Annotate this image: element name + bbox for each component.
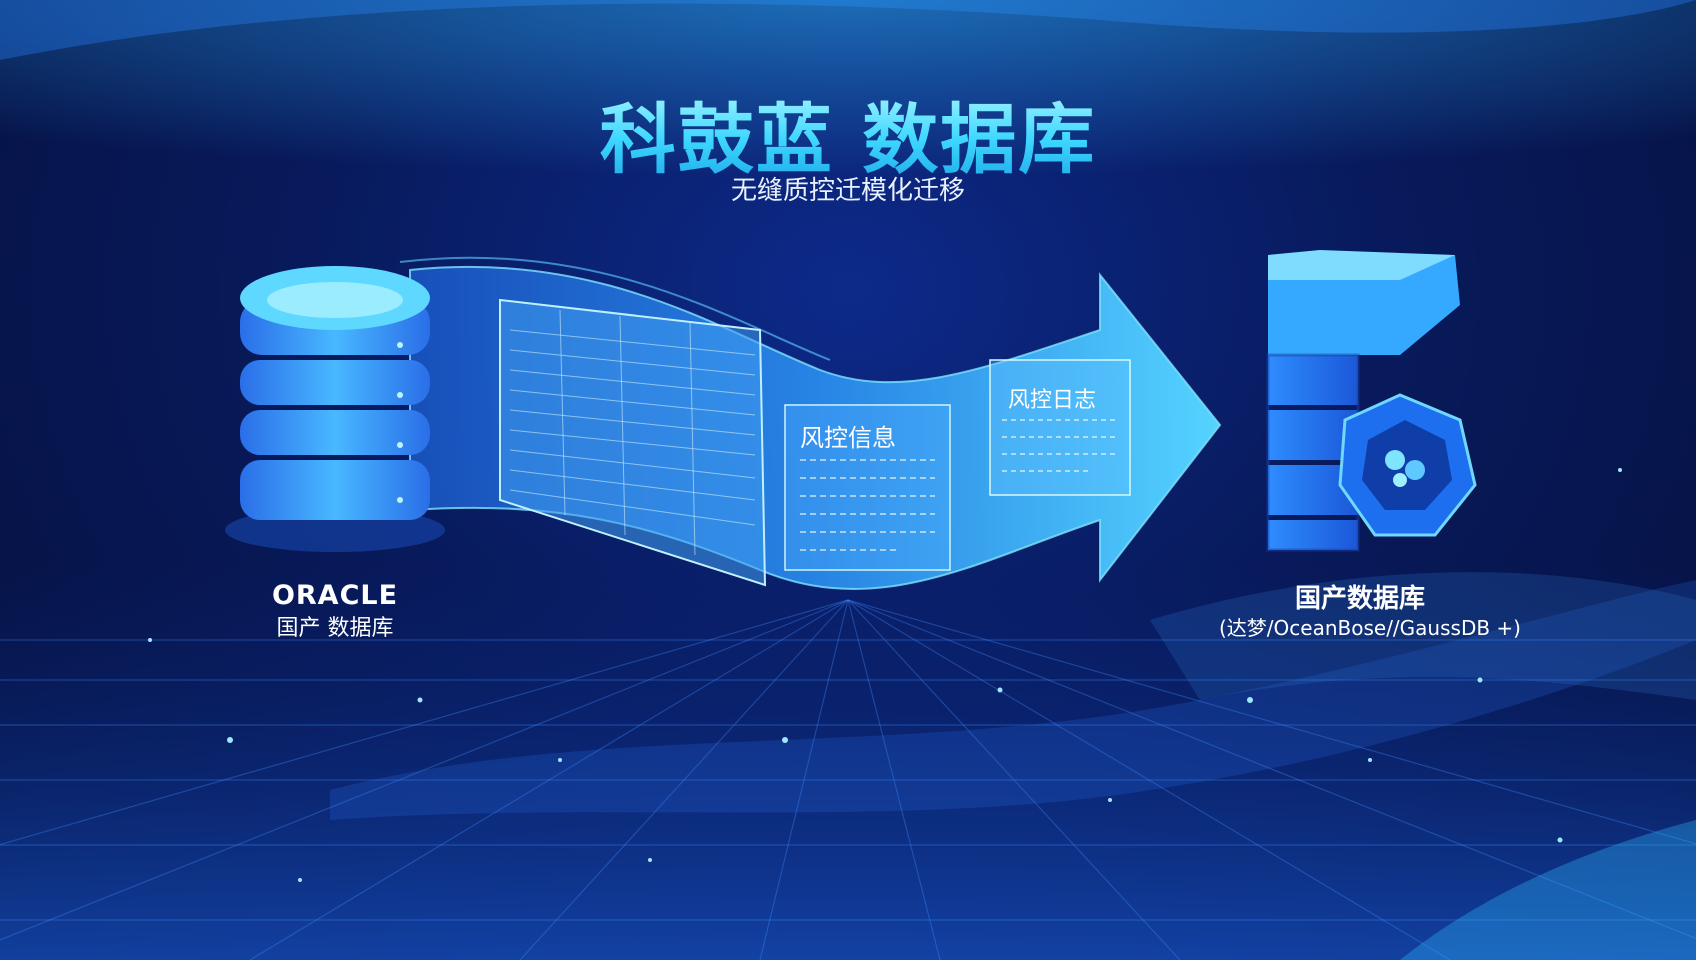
source-database-icon bbox=[225, 266, 445, 552]
target-products: (达梦/OceanBose//GaussDB +) bbox=[1219, 616, 1521, 640]
source-label: 国产 数据库 bbox=[276, 616, 394, 641]
risk-info-panel bbox=[784, 404, 951, 571]
risk-log-title: 风控日志 bbox=[1008, 388, 1097, 413]
page-title: 科鼓蓝 数据库 bbox=[0, 78, 1696, 188]
light-dots bbox=[148, 468, 1622, 882]
hexagon-logo-icon bbox=[1338, 393, 1477, 537]
data-table-screen bbox=[499, 298, 767, 587]
risk-log-panel bbox=[989, 359, 1131, 496]
particle-wave bbox=[330, 572, 1696, 820]
floor-grid bbox=[0, 599, 1696, 960]
risk-info-title: 风控信息 bbox=[800, 424, 896, 452]
target-label: 国产数据库 bbox=[1294, 584, 1425, 614]
source-brand: ORACLE bbox=[271, 580, 399, 611]
page-subtitle: 无缝质控迁模化迁移 bbox=[730, 176, 965, 206]
